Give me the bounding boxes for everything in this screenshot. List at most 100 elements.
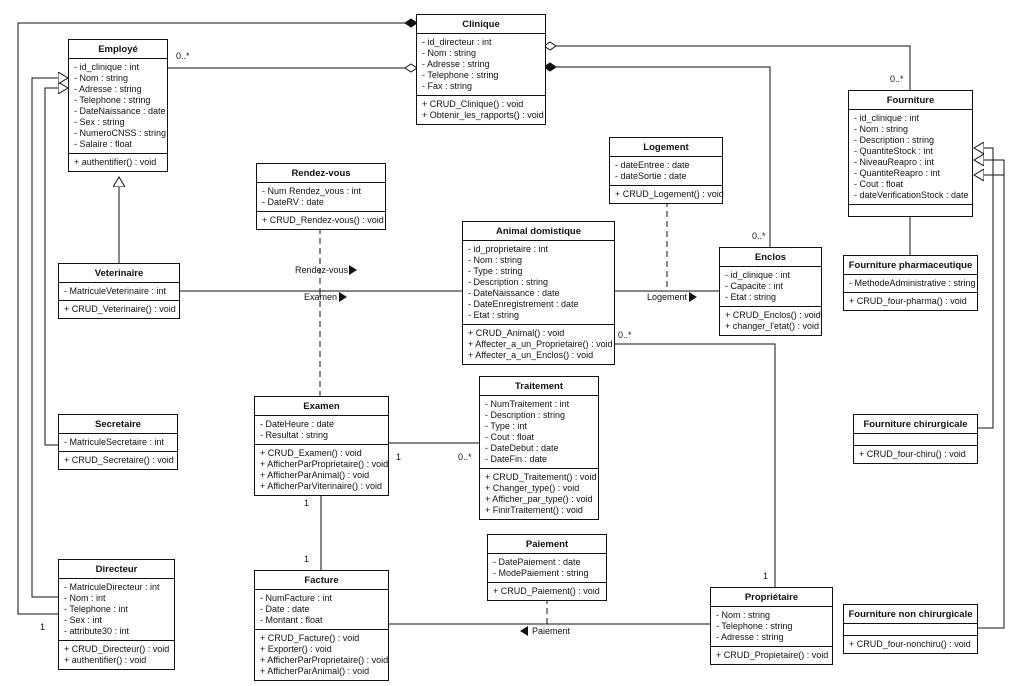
class-attribute: - Etat : string bbox=[468, 310, 520, 320]
class-method: + AfficherParAnimal() : void bbox=[260, 666, 370, 676]
class-method: + CRUD_Propietaire() : void bbox=[716, 650, 829, 660]
class-method: + Affecter_a_un_Proprietaire() : void bbox=[468, 339, 613, 349]
class-employe[interactable]: Employé- id_clinique : int- Nom : string… bbox=[68, 39, 168, 172]
class-attribute: - DateRV : date bbox=[262, 197, 324, 207]
class-method: + CRUD_Directeur() : void bbox=[64, 644, 170, 654]
methods-section: + CRUD_Animal() : void+ Affecter_a_un_Pr… bbox=[463, 324, 614, 364]
class-method: + CRUD_Facture() : void bbox=[260, 633, 360, 643]
attributes-section: - MatriculeVeterinaire : int bbox=[59, 283, 179, 300]
class-attribute: - Nom : int bbox=[64, 593, 106, 603]
class-attribute: - id_clinique : int bbox=[725, 270, 791, 280]
class-attribute: - Telephone : int bbox=[64, 604, 128, 614]
methods-section: + authentifier() : void bbox=[69, 153, 167, 171]
attributes-section bbox=[854, 434, 977, 445]
class-attribute: - Telephone : string bbox=[422, 70, 499, 80]
class-attribute: - Description : string bbox=[468, 277, 549, 287]
class-attribute: - MatriculeVeterinaire : int bbox=[64, 286, 167, 296]
class-logement[interactable]: Logement- dateEntree : date- dateSortie … bbox=[609, 137, 724, 204]
class-paiement[interactable]: Paiement- DatePaiement : date- ModePaiem… bbox=[487, 534, 607, 601]
class-attribute: - MethodeAdministrative : string bbox=[849, 278, 976, 288]
attributes-section: - id_clinique : int- Nom : string- Adres… bbox=[69, 59, 167, 153]
class-clinique[interactable]: Clinique- id_directeur : int- Nom : stri… bbox=[416, 14, 546, 125]
association-label-paiement: Paiement bbox=[532, 626, 571, 636]
multiplicity-traitement: 0..* bbox=[458, 452, 472, 462]
class-method: + CRUD_Animal() : void bbox=[468, 328, 565, 338]
attributes-section: - MethodeAdministrative : string bbox=[844, 275, 977, 292]
attributes-section: - id_clinique : int- Capacite : int- Eta… bbox=[720, 267, 821, 306]
association-label-examen: Examen bbox=[304, 292, 338, 302]
attributes-section: - DatePaiement : date- ModePaiement : st… bbox=[488, 554, 606, 582]
class-directeur[interactable]: Directeur- MatriculeDirecteur : int- Nom… bbox=[58, 559, 175, 670]
class-attribute: - Nom : string bbox=[468, 255, 523, 265]
class-title: Fourniture pharmaceutique bbox=[844, 256, 977, 275]
class-fourniture[interactable]: Fourniture- id_clinique : int- Nom : str… bbox=[848, 90, 973, 217]
class-method: + AfficherParProprietaire() : void bbox=[260, 459, 389, 469]
class-examen[interactable]: Examen- DateHeure : date- Resultat : str… bbox=[254, 396, 389, 496]
methods-section: + CRUD_four-nonchiru() : void bbox=[844, 635, 977, 653]
association-label-rendezvous: Rendez-vous bbox=[295, 265, 349, 275]
class-method: + CRUD_Traitement() : void bbox=[485, 472, 597, 482]
class-attribute: - Adresse : string bbox=[74, 84, 142, 94]
class-attribute: - Fax : string bbox=[422, 81, 473, 91]
class-method: + Obtenir_les_rapports() : void bbox=[422, 110, 544, 120]
class-attribute: - NumeroCNSS : string bbox=[74, 128, 167, 138]
class-method: + CRUD_Paiement() : void bbox=[493, 586, 600, 596]
class-method: + changer_l'etat() : void bbox=[725, 321, 820, 331]
class-method: + CRUD_Veterinaire() : void bbox=[64, 304, 176, 314]
class-attribute: - QuantiteStock : int bbox=[854, 146, 934, 156]
class-attribute: - DateFin : date bbox=[485, 454, 548, 464]
class-attribute: - Sex : int bbox=[64, 615, 103, 625]
class-veterinaire[interactable]: Veterinaire- MatriculeVeterinaire : int+… bbox=[58, 263, 180, 319]
class-attribute: - DateNaissance : date bbox=[468, 288, 560, 298]
class-attribute: - NumFacture : int bbox=[260, 593, 333, 603]
directeur-clinique-line bbox=[17, 22, 405, 615]
clinique-enclos-filled-diamond bbox=[543, 62, 557, 72]
class-attribute: - Nom : string bbox=[716, 610, 771, 620]
class-attribute: - id_clinique : int bbox=[854, 113, 920, 123]
class-method: + CRUD_Enclos() : void bbox=[725, 310, 821, 320]
chir-fourniture-generalization bbox=[974, 148, 994, 429]
class-attribute: - Type : string bbox=[468, 266, 523, 276]
class-attribute: - ModePaiement : string bbox=[493, 568, 589, 578]
class-rendezvous[interactable]: Rendez-vous- Num Rendez_vous : int- Date… bbox=[256, 163, 386, 230]
examen-direction-arrow bbox=[339, 292, 347, 302]
class-attribute: - NumTraitement : int bbox=[485, 399, 570, 409]
class-method: + Afficher_par_type() : void bbox=[485, 494, 593, 504]
class-attribute: - Nom : string bbox=[854, 124, 909, 134]
class-fourniture-pharma[interactable]: Fourniture pharmaceutique - MethodeAdmini… bbox=[843, 255, 978, 311]
class-method: + CRUD_Clinique() : void bbox=[422, 99, 524, 109]
class-method: + CRUD_Examen() : void bbox=[260, 448, 362, 458]
class-traitement[interactable]: Traitement- NumTraitement : int- Descrip… bbox=[479, 376, 599, 520]
class-attribute: - dateVerificationStock : date bbox=[854, 190, 969, 200]
class-attribute: - DateNaissance : date bbox=[74, 106, 166, 116]
class-attribute: - Cout : float bbox=[854, 179, 904, 189]
nonchir-fourniture-generalization bbox=[974, 160, 1005, 629]
attributes-section: - id_clinique : int- Nom : string- Descr… bbox=[849, 110, 972, 204]
multiplicity-employe: 0..* bbox=[176, 51, 190, 61]
class-attribute: - Resultat : string bbox=[260, 430, 329, 440]
rendezvous-direction-arrow bbox=[349, 265, 357, 275]
class-attribute: - Num Rendez_vous : int bbox=[262, 186, 362, 196]
class-attribute: - MatriculeDirecteur : int bbox=[64, 582, 160, 592]
class-fourniture-chirurgicale[interactable]: Fourniture chirurgicale+ CRUD_four-chiru… bbox=[853, 414, 978, 464]
class-facture[interactable]: Facture- NumFacture : int- Date : date- … bbox=[254, 570, 389, 681]
class-method: + CRUD_Logement() : void bbox=[615, 189, 724, 199]
class-attribute: - id_directeur : int bbox=[422, 37, 492, 47]
class-secretaire[interactable]: Secretaire- MatriculeSecretaire : int+ C… bbox=[58, 414, 178, 470]
class-method: + Exporter() : void bbox=[260, 644, 332, 654]
class-title: Animal domistique bbox=[463, 222, 614, 241]
paiement-direction-arrow bbox=[520, 626, 528, 636]
class-fourniture-non-chirurgicale[interactable]: Fourniture non chirurgicale+ CRUD_four-n… bbox=[843, 604, 978, 654]
attributes-section: - Num Rendez_vous : int- DateRV : date bbox=[257, 183, 385, 211]
class-animal[interactable]: Animal domistique- id_proprietaire : int… bbox=[462, 221, 615, 365]
methods-section: + CRUD_Enclos() : void+ changer_l'etat()… bbox=[720, 306, 821, 335]
methods-section: + CRUD_Propietaire() : void bbox=[711, 646, 832, 664]
class-title: Fourniture chirurgicale bbox=[854, 415, 977, 434]
multiplicity-enclos: 0..* bbox=[752, 231, 766, 241]
class-attribute: - Nom : string bbox=[74, 73, 129, 83]
class-enclos[interactable]: Enclos- id_clinique : int- Capacite : in… bbox=[719, 247, 822, 336]
class-attribute: - DateDebut : date bbox=[485, 443, 559, 453]
clinique-fourniture-open-diamond bbox=[543, 41, 557, 51]
clinique-fourniture-line bbox=[556, 45, 911, 90]
class-proprietaire[interactable]: Propriétaire- Nom : string- Telephone : … bbox=[710, 587, 833, 665]
